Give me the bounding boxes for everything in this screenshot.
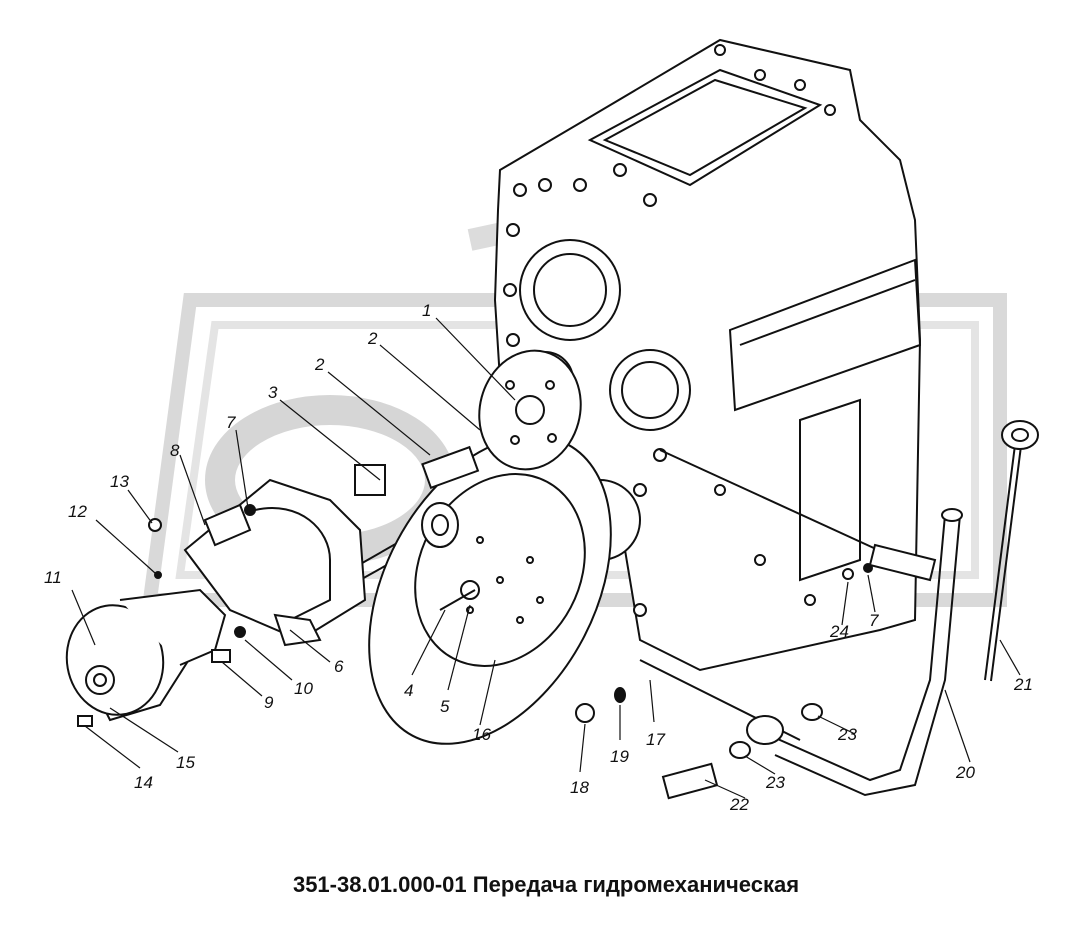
callout-23b: 23 bbox=[765, 773, 785, 792]
callout-3: 3 bbox=[268, 383, 278, 402]
callout-24: 24 bbox=[829, 622, 849, 641]
diagram-caption: 351-38.01.000-01 Передача гидромеханичес… bbox=[292, 872, 800, 897]
callout-4: 4 bbox=[404, 681, 413, 700]
callout-8: 8 bbox=[170, 441, 180, 460]
hardware-parts bbox=[77, 504, 937, 800]
callout-14: 14 bbox=[134, 773, 153, 792]
callout-12: 12 bbox=[68, 502, 87, 521]
leader-lines bbox=[71, 317, 1021, 799]
callout-16: 16 bbox=[472, 725, 491, 744]
callout-18: 18 bbox=[570, 778, 589, 797]
callout-13: 13 bbox=[110, 472, 129, 491]
callout-1: 1 bbox=[422, 301, 431, 320]
callout-2a: 2 bbox=[367, 329, 378, 348]
callout-11: 11 bbox=[44, 568, 62, 587]
callout-7a: 7 bbox=[226, 413, 236, 432]
callout-5: 5 bbox=[440, 697, 450, 716]
callout-19: 19 bbox=[610, 747, 629, 766]
callout-21: 21 bbox=[1013, 675, 1033, 694]
callout-9: 9 bbox=[264, 693, 274, 712]
callout-22: 22 bbox=[729, 795, 749, 814]
adapter-flange bbox=[478, 349, 582, 471]
callout-23a: 23 bbox=[837, 725, 857, 744]
callout-17: 17 bbox=[646, 730, 665, 749]
callout-2b: 2 bbox=[314, 355, 325, 374]
callout-6: 6 bbox=[334, 657, 344, 676]
callout-10: 10 bbox=[294, 679, 313, 698]
callout-labels: 1 2 2 3 7 8 13 12 11 6 10 9 15 14 4 5 16… bbox=[44, 301, 1033, 814]
callout-7b: 7 bbox=[869, 611, 879, 630]
pump-drum bbox=[65, 588, 227, 722]
callout-15: 15 bbox=[176, 753, 195, 772]
mount-bracket bbox=[183, 478, 367, 647]
callout-20: 20 bbox=[955, 763, 975, 782]
coupling-parts bbox=[354, 445, 480, 611]
gearbox-housing bbox=[493, 38, 922, 672]
